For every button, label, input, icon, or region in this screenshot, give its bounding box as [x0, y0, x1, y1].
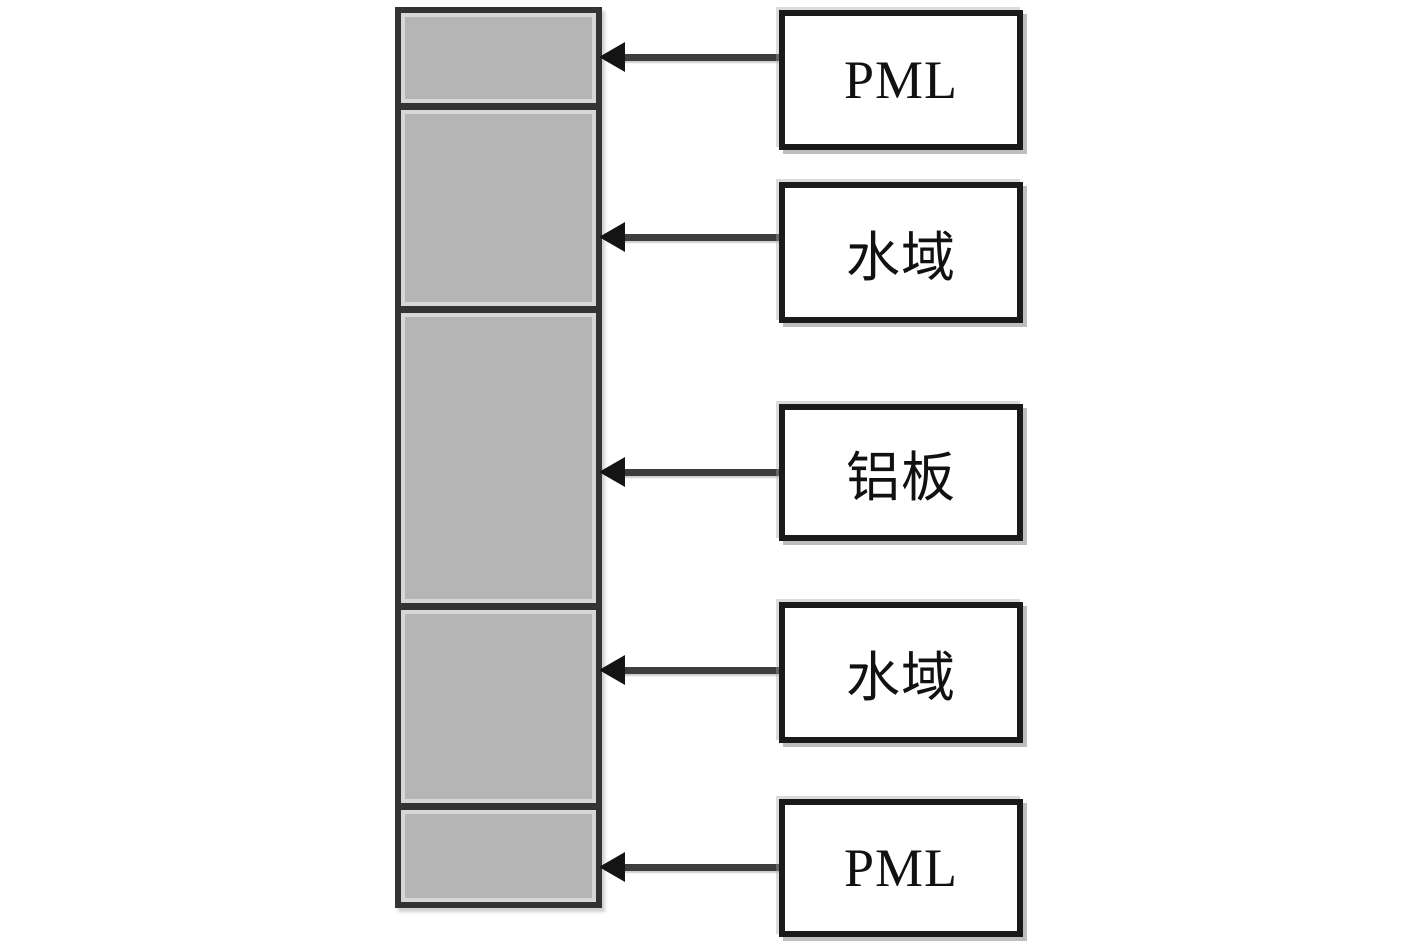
arrow-line: [612, 864, 779, 871]
arrow-line: [612, 469, 779, 476]
label-box-water-top: 水域: [779, 182, 1023, 323]
label-box-pml-bottom: PML: [779, 799, 1023, 937]
stack-segment-water-bottom: [401, 603, 596, 803]
arrowhead-left-icon: [599, 222, 625, 252]
label-box-aluminum: 铝板: [779, 404, 1023, 541]
stack-segment-water-top: [401, 103, 596, 306]
label-text-pml-bottom: PML: [843, 838, 959, 898]
label-text-water-top: 水域: [846, 228, 956, 288]
label-box-water-bottom: 水域: [779, 602, 1023, 743]
arrow-line: [612, 234, 779, 241]
label-box-pml-top: PML: [779, 10, 1023, 150]
label-text-aluminum: 铝板: [846, 448, 956, 508]
label-text-pml-top: PML: [843, 50, 959, 110]
stack-segment-aluminum: [401, 306, 596, 603]
arrow-line: [612, 54, 779, 61]
stack-segment-pml-top: [401, 13, 596, 103]
arrowhead-left-icon: [599, 852, 625, 882]
label-text-water-bottom: 水域: [846, 648, 956, 708]
layered-model-stack: [395, 7, 602, 908]
arrowhead-left-icon: [599, 457, 625, 487]
stack-segment-pml-bottom: [401, 803, 596, 902]
arrow-line: [612, 667, 779, 674]
arrowhead-left-icon: [599, 42, 625, 72]
arrowhead-left-icon: [599, 655, 625, 685]
